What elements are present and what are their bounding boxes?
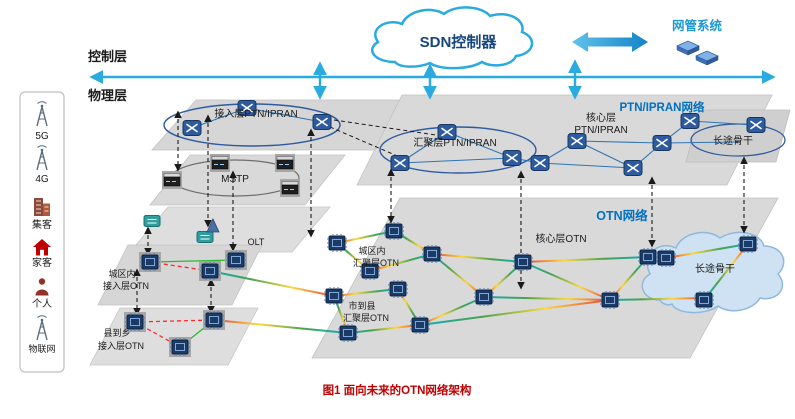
router-icon <box>746 116 766 134</box>
sidebar-item-enterprise: 集客 <box>32 218 52 231</box>
splitter-icon <box>206 218 220 233</box>
sdn-nms-double-arrow <box>572 32 648 52</box>
ptn-agg-ring <box>379 126 537 174</box>
otn-city-county-label-line2: 汇聚层OTN <box>343 313 389 323</box>
control-layer-label: 控制层 <box>88 49 127 64</box>
mstp-switch-icon <box>209 153 231 173</box>
sidebar-frame <box>19 91 65 373</box>
otn-node-icon <box>409 315 431 335</box>
access-types-sidebar: 5G 4G 集客 家客 个人 物联网 <box>19 91 65 373</box>
sdn-cloud <box>371 6 534 70</box>
nms-label: 网管系统 <box>672 18 723 33</box>
otn-node-icon <box>473 287 495 307</box>
ptn-access-label: 接入层PTN/IPRAN <box>214 107 297 120</box>
otn-node-icon <box>169 337 191 357</box>
control-physical-arrows <box>313 59 582 100</box>
otn-metro-agg-label-line1: 城区内 <box>358 245 385 256</box>
router-icon <box>652 134 672 152</box>
olt-label: OLT <box>248 237 265 247</box>
figure-caption: 图1 面向未来的OTN网络架构 <box>323 383 472 397</box>
otn-node-icon <box>693 290 715 310</box>
sdn-controller-label: SDN控制器 <box>420 33 498 51</box>
otn-node-icon <box>225 250 247 270</box>
router-icon <box>182 119 202 137</box>
router-icon <box>312 113 332 131</box>
nms-servers-icon <box>676 40 719 66</box>
otn-node-icon <box>139 252 161 272</box>
otn-county-access-label-line2: 接入层OTN <box>98 340 144 351</box>
ptn-agg-core-plane <box>356 94 773 186</box>
otn-node-icon <box>337 323 359 343</box>
router-icon <box>680 112 700 130</box>
otn-node-icon <box>599 290 621 310</box>
router-icon <box>502 149 522 167</box>
otn-backbone-label: 长途骨干 <box>695 262 735 275</box>
sidebar-item-4g: 4G <box>35 174 49 185</box>
olt-devices <box>143 214 220 244</box>
ptn-backbone-label: 长途骨干 <box>713 134 753 147</box>
sidebar-item-5g: 5G <box>35 131 49 142</box>
ptn-core-label-line2: PTN/IPRAN <box>574 125 627 136</box>
mstp-switch-icon <box>161 170 183 190</box>
otn-node-icon <box>655 248 677 268</box>
otn-county-access-label-line1: 县到乡 <box>103 327 130 338</box>
otn-metro-access-label-line1: 城区内 <box>108 268 135 279</box>
olt-device-icon <box>196 230 214 244</box>
otn-node-icon <box>383 221 405 241</box>
otn-city-county-label-line1: 市到县 <box>348 300 375 311</box>
router-icon <box>390 154 410 172</box>
otn-node-icon <box>323 286 345 306</box>
otn-node-icon <box>387 279 409 299</box>
ptn-network-title: PTN/IPRAN网络 <box>620 100 705 114</box>
otn-core-label: 核心层OTN <box>535 232 586 245</box>
sidebar-item-iot: 物联网 <box>28 343 55 354</box>
mstp-switch-icon <box>279 178 301 198</box>
ptn-dashed-links <box>329 119 437 159</box>
otn-network-title: OTN网络 <box>596 208 648 223</box>
ptn-agg-label: 汇聚层PTN/IPRAN <box>413 136 496 149</box>
otn-metro-access-label-line2: 接入层OTN <box>103 280 149 291</box>
mstp-switch-icon <box>274 153 296 173</box>
otn-node-icon <box>326 233 348 253</box>
sidebar-item-household: 家客 <box>32 256 52 269</box>
otn-node-icon <box>737 234 759 254</box>
router-icon <box>623 159 643 177</box>
mstp-label: MSTP <box>221 174 249 185</box>
otn-metro-agg-label-line2: 汇聚层OTN <box>353 258 399 268</box>
ptn-core-label-line1: 核心层 <box>586 111 616 124</box>
olt-device-icon <box>143 214 161 228</box>
otn-node-icon <box>203 310 225 330</box>
otn-node-icon <box>512 252 534 272</box>
inter-layer-arrows <box>133 110 748 316</box>
physical-layer-label: 物理层 <box>88 88 127 103</box>
router-icon <box>530 154 550 172</box>
otn-node-icon <box>637 247 659 267</box>
otn-node-icon <box>421 244 443 264</box>
otn-node-icon <box>199 261 221 281</box>
sidebar-item-personal: 个人 <box>32 298 52 310</box>
